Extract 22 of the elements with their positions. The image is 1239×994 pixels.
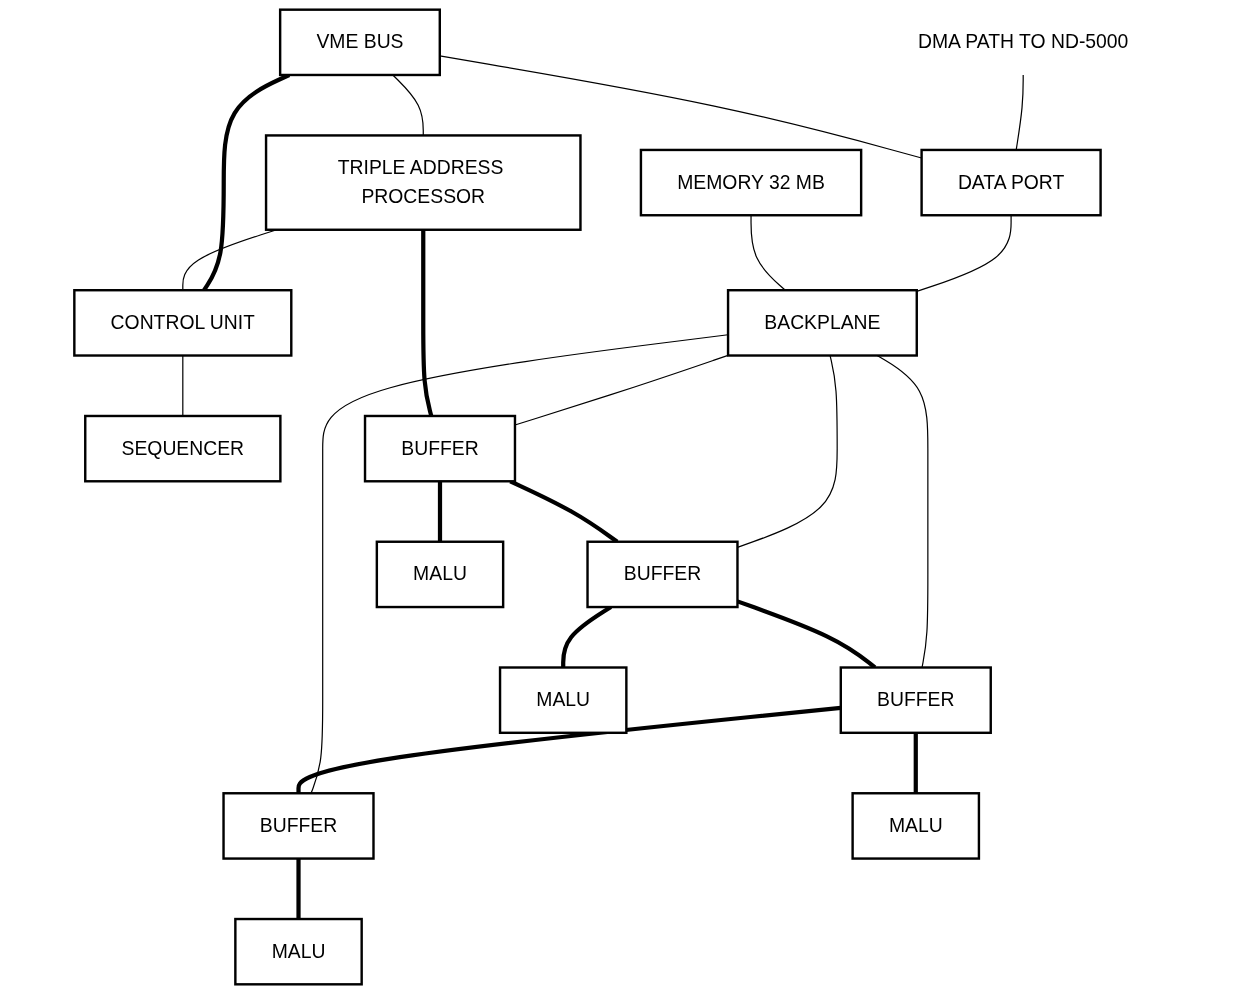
connector (296, 705, 841, 794)
node-box: MALU (851, 792, 981, 860)
connector (514, 354, 729, 426)
connector (296, 858, 301, 920)
node-box: DATA PORT (920, 148, 1102, 217)
node-box: BUFFER (363, 414, 517, 483)
connector (310, 334, 729, 794)
node-box: BACKPLANE (726, 289, 918, 357)
connector (913, 732, 918, 794)
node-box: TRIPLE ADDRESS PROCESSOR (264, 134, 582, 231)
node-box: CONTROL UNIT (73, 289, 293, 357)
node-box: SEQUENCER (84, 414, 282, 483)
node-box: BUFFER (222, 792, 375, 860)
node-box: MEMORY 32 MB (639, 148, 863, 217)
node-box: VME BUS (278, 8, 441, 77)
node-box: BUFFER (839, 666, 992, 734)
node-box: MALU (234, 917, 363, 986)
connector (437, 481, 443, 542)
node-text: DMA PATH TO ND-5000 (917, 31, 1129, 52)
node-box: BUFFER (586, 540, 739, 609)
node-box: MALU (498, 666, 628, 734)
node-box: MALU (375, 540, 505, 609)
